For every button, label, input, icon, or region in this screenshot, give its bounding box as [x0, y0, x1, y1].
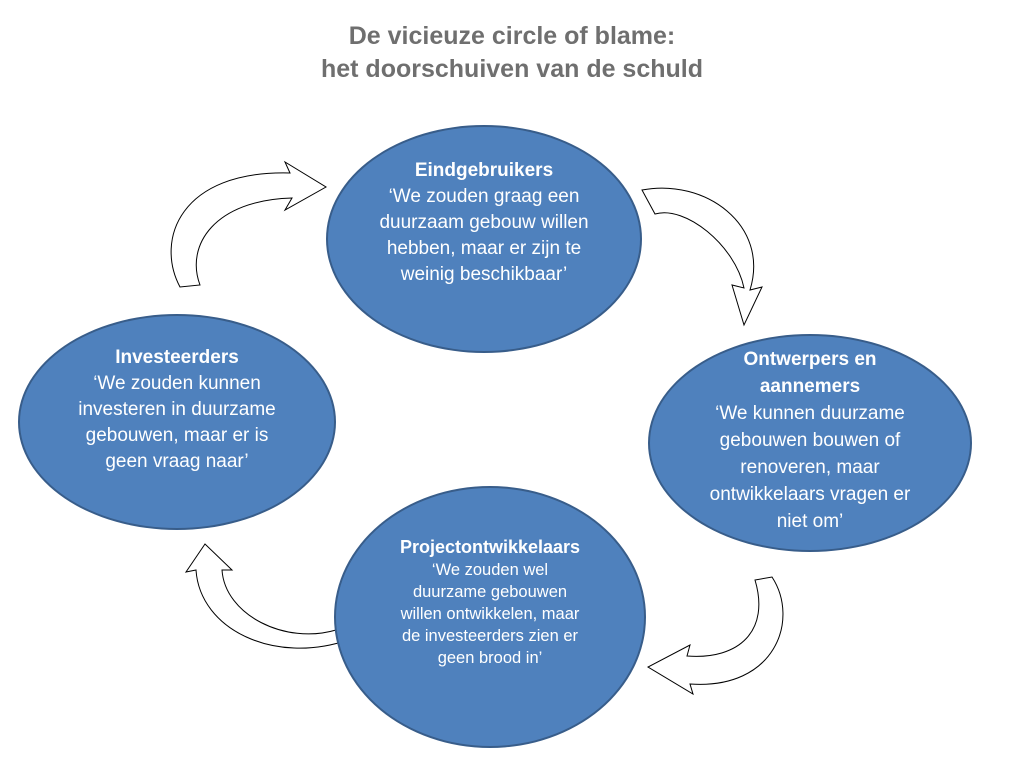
title-line-1: De vicieuze circle of blame: — [348, 22, 676, 50]
arrow-ontwerpers-to-projectontwikkelaars — [646, 576, 784, 696]
node-eindgebruikers-quote: ‘We zouden graag een duurzaam gebouw wil… — [379, 186, 589, 285]
node-investeerders: Investeerders ‘We zouden kunnen invester… — [18, 314, 336, 530]
title-line-2: het doorschuiven van de schuld — [320, 55, 704, 83]
node-projectontwikkelaars-quote: ‘We zouden wel duurzame gebouwen willen … — [400, 561, 580, 667]
node-investeerders-heading: Investeerders — [115, 347, 239, 368]
node-investeerders-quote: ‘We zouden kunnen investeren in duurzame… — [78, 373, 276, 472]
node-projectontwikkelaars: Projectontwikkelaars ‘We zouden wel duur… — [334, 486, 646, 748]
node-eindgebruikers: Eindgebruikers ‘We zouden graag een duur… — [326, 125, 642, 353]
arrow-projectontwikkelaars-to-investeerders — [184, 543, 350, 649]
node-ontwerpers-quote: ‘We kunnen duurzame gebouwen bouwen of r… — [709, 402, 911, 532]
arrow-investeerders-to-eindgebruikers — [170, 160, 327, 288]
node-ontwerpers-heading: Ontwerpers en aannemers — [743, 348, 877, 397]
node-eindgebruikers-heading: Eindgebruikers — [414, 160, 554, 181]
node-projectontwikkelaars-heading: Projectontwikkelaars — [399, 537, 581, 557]
page-title: De vicieuze circle of blame: het doorsch… — [0, 20, 1024, 86]
node-ontwerpers-en-aannemers: Ontwerpers en aannemers ‘We kunnen duurz… — [648, 334, 972, 552]
arrow-eindgebruikers-to-ontwerpers — [641, 187, 763, 327]
